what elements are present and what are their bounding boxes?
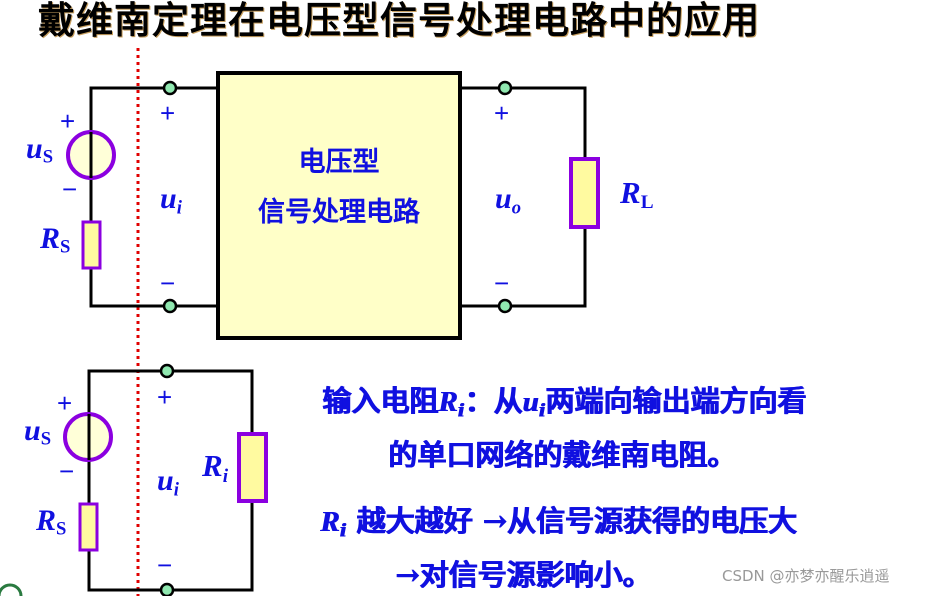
text-line-1: 输入电阻Ri：从ui两端向输出端方向看 <box>322 384 807 422</box>
page-title: 戴维南定理在电压型信号处理电路中的应用 <box>38 0 760 42</box>
source-label: uS <box>26 132 54 168</box>
logo-icon <box>0 583 23 596</box>
source-minus-sign: − <box>59 456 75 486</box>
uo-minus-sign: − <box>494 268 510 298</box>
uo-label: uo <box>495 182 521 219</box>
ui-minus-sign: − <box>157 550 173 580</box>
ui-label: ui <box>157 464 179 501</box>
signal-processing-box <box>216 71 462 340</box>
text-line-2: 的单口网络的戴维南电阻。 <box>388 438 737 472</box>
uo-plus-sign: + <box>494 98 510 128</box>
resistor-rs-icon <box>81 220 102 270</box>
source-minus-sign: − <box>62 174 78 204</box>
resistor-rs-icon <box>78 502 99 552</box>
text-line-3: Ri 越大越好 →从信号源获得的电压大 <box>320 504 797 542</box>
rs-label: RS <box>36 504 67 540</box>
watermark: CSDN @亦梦亦醒乐逍遥 <box>722 567 890 585</box>
rl-label: RL <box>620 175 654 213</box>
ui-label: ui <box>160 182 182 219</box>
source-plus-sign: + <box>60 106 76 136</box>
source-label: uS <box>24 414 52 450</box>
ui-minus-sign: − <box>160 268 176 298</box>
resistor-ri-icon <box>237 432 268 503</box>
source-plus-sign: + <box>57 388 73 418</box>
ui-plus-sign: + <box>157 382 173 412</box>
ui-plus-sign: + <box>160 98 176 128</box>
ri-label: Ri <box>202 448 229 487</box>
box-label: 电压型 信号处理电路 <box>258 147 420 228</box>
rs-label: RS <box>40 222 71 258</box>
resistor-rl-icon <box>569 157 600 229</box>
text-line-4: →对信号源影响小。 <box>395 558 652 592</box>
